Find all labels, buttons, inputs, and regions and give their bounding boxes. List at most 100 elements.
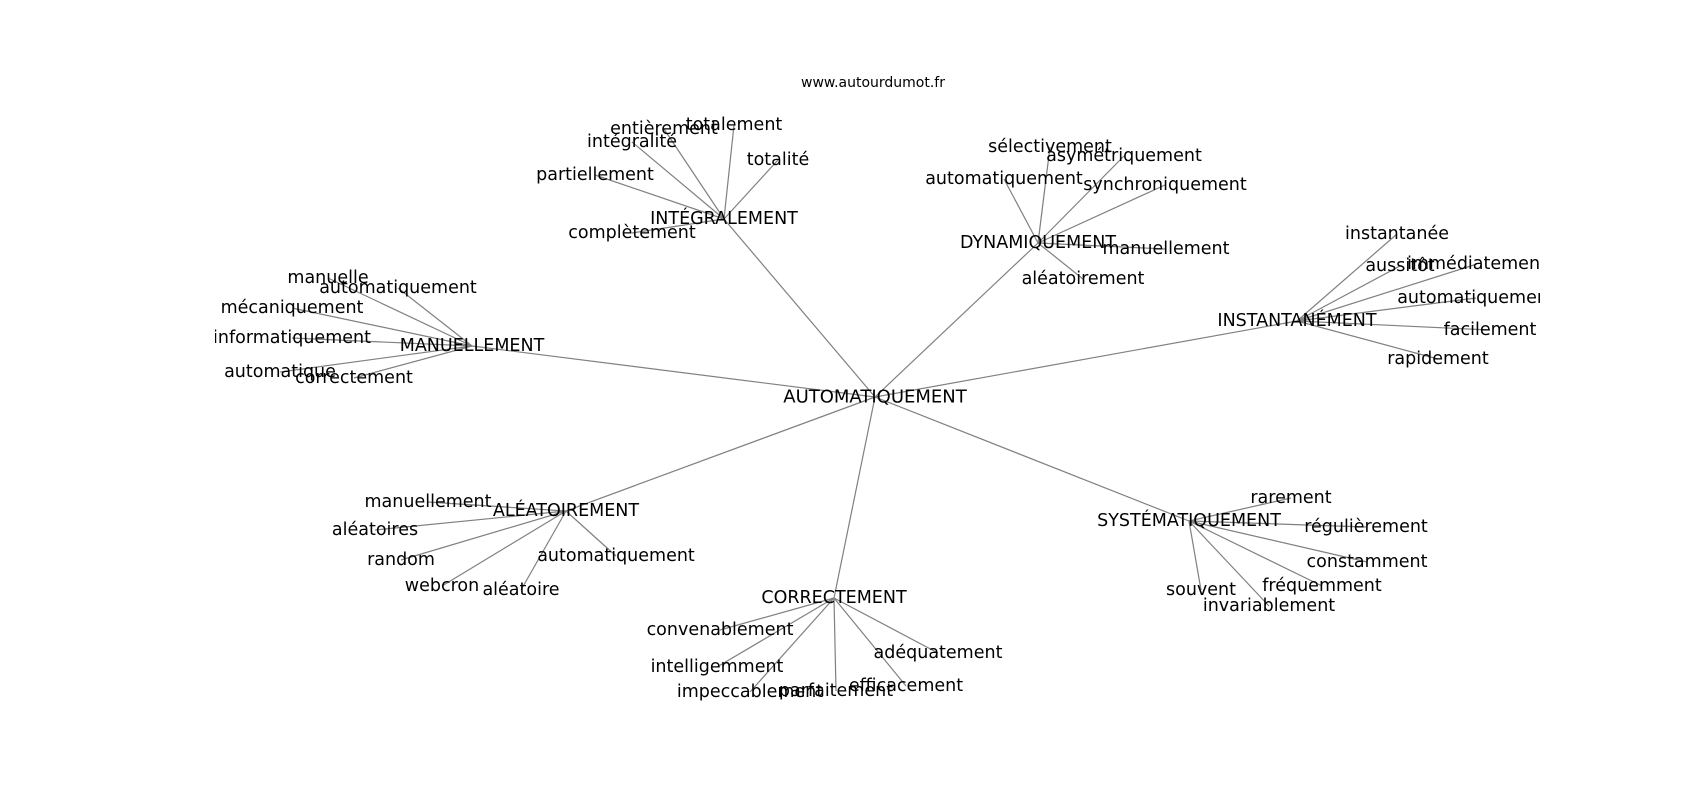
edge-hub-to-word [1037, 155, 1125, 244]
edge-hub-to-word [291, 307, 473, 347]
word-node-label: webcron [405, 576, 479, 596]
word-node-label: souvent [1166, 580, 1236, 600]
word-node-label: manuelle [287, 268, 368, 288]
hub-node-label: DYNAMIQUEMENT [960, 233, 1116, 253]
hub-node-label: CORRECTEMENT [761, 588, 907, 608]
edge-hub-to-word [1003, 178, 1039, 244]
word-node-label: parfaitement [779, 681, 893, 701]
edge-hub-to-word [327, 277, 473, 347]
edge-hub-to-word [427, 501, 567, 512]
hub-node-label: INSTANTANÉMENT [1217, 309, 1376, 331]
word-node-label: intelligemment [651, 657, 784, 677]
word-node-label: instantanée [1345, 224, 1449, 244]
edge-hub-to-word [1037, 242, 1167, 250]
word-node-label: intégralité [587, 132, 677, 152]
edge-hub-to-word [1037, 242, 1084, 280]
word-node-label: automatiquement [1397, 288, 1555, 308]
word-node-label: entièrement [610, 119, 718, 139]
hub-node-label: INTÉGRALEMENT [650, 207, 798, 229]
word-node-label: rapidement [1387, 349, 1489, 369]
word-node-label: automatiquement [537, 546, 695, 566]
edge-hub-to-word [1188, 520, 1368, 563]
edge-hub-to-word [565, 510, 617, 557]
word-node-label: totalité [747, 150, 810, 170]
word-node-label: aussitôt [1365, 256, 1434, 276]
word-node-label: complètement [568, 223, 696, 243]
center-node-label: AUTOMATIQUEMENT [783, 387, 967, 408]
edge-hub-to-word [520, 510, 567, 591]
edge-hub-to-word [723, 159, 779, 220]
hub-node-label: SYSTÉMATIQUEMENT [1097, 509, 1281, 531]
edge-hub-to-word [1296, 263, 1478, 322]
graph-labels: AUTOMATIQUEMENT INTÉGRALEMENT totalementen… [213, 115, 1555, 702]
word-node-label: immédiatement [1407, 254, 1547, 274]
word-node-label: invariablement [1203, 596, 1335, 616]
edge-hub-to-word [663, 128, 725, 220]
edge-hub-to-word [397, 287, 473, 347]
word-node-label: manuellement [365, 492, 492, 512]
edge-hub-to-word [1037, 146, 1051, 244]
edge-hub-to-word [1296, 320, 1439, 360]
edge-hub-to-word [631, 141, 725, 220]
graph-edges [279, 124, 1491, 693]
word-node-label: aléatoire [482, 580, 559, 600]
edge-center-to-hub [723, 218, 876, 398]
edge-hub-to-word [1296, 320, 1491, 331]
word-node-label: efficacement [849, 676, 963, 696]
edge-hub-to-word [291, 337, 473, 347]
hub-node-label: ALÉATOIREMENT [493, 499, 639, 521]
edge-hub-to-word [1188, 520, 1367, 528]
word-node-label: manuellement [1103, 239, 1230, 259]
word-node-label: aléatoires [332, 520, 418, 540]
edge-center-to-hub [874, 320, 1298, 398]
edge-hub-to-word [631, 218, 725, 234]
edge-hub-to-word [723, 124, 735, 220]
edge-center-to-hub [471, 345, 876, 398]
edge-center-to-hub [874, 242, 1039, 398]
word-node-label: rarement [1250, 488, 1331, 508]
edge-hub-to-word [1188, 520, 1270, 607]
edge-hub-to-word [1296, 297, 1477, 322]
word-node-label: aléatoirement [1022, 269, 1145, 289]
word-node-label: random [367, 550, 435, 570]
edge-hub-to-word [1188, 520, 1323, 587]
edge-hub-to-word [441, 510, 567, 587]
edge-hub-to-word [594, 174, 725, 220]
word-node-label: sélectivement [988, 137, 1112, 157]
edge-hub-to-word [833, 597, 907, 687]
hub-node-label: MANUELLEMENT [400, 336, 545, 356]
edge-hub-to-word [719, 597, 835, 631]
edge-hub-to-word [1188, 497, 1292, 522]
edge-hub-to-word [1296, 265, 1401, 322]
edge-hub-to-word [833, 597, 939, 654]
word-node-label: convenablement [647, 620, 794, 640]
edge-hub-to-word [279, 345, 473, 373]
word-node-label: synchroniquement [1083, 175, 1247, 195]
edge-hub-to-word [1037, 184, 1166, 244]
edge-hub-to-word [1296, 233, 1398, 322]
word-node-label: automatique [224, 362, 336, 382]
edge-hub-to-word [716, 597, 835, 668]
word-node-label: correctement [295, 368, 413, 388]
word-node-label: constamment [1307, 552, 1428, 572]
edge-center-to-hub [874, 396, 1190, 522]
edge-hub-to-word [1188, 520, 1202, 591]
word-node-label: automatiquement [319, 278, 477, 298]
edge-center-to-hub [833, 396, 876, 599]
edge-hub-to-word [833, 597, 837, 692]
word-node-label: facilement [1444, 320, 1537, 340]
word-node-label: totalement [686, 115, 783, 135]
edge-hub-to-word [374, 510, 567, 531]
edge-hub-to-word [400, 510, 567, 561]
word-node-label: fréquemment [1262, 576, 1382, 596]
source-label: www.autourdumot.fr [801, 75, 945, 91]
word-node-label: partiellement [536, 165, 654, 185]
edge-center-to-hub [565, 396, 876, 512]
edge-hub-to-word [749, 597, 835, 693]
word-node-label: régulièrement [1304, 517, 1428, 537]
word-node-label: impeccablement [677, 682, 823, 702]
word-node-label: adéquatement [874, 643, 1003, 663]
edge-hub-to-word [353, 345, 473, 379]
word-node-label: informatiquement [213, 328, 371, 348]
